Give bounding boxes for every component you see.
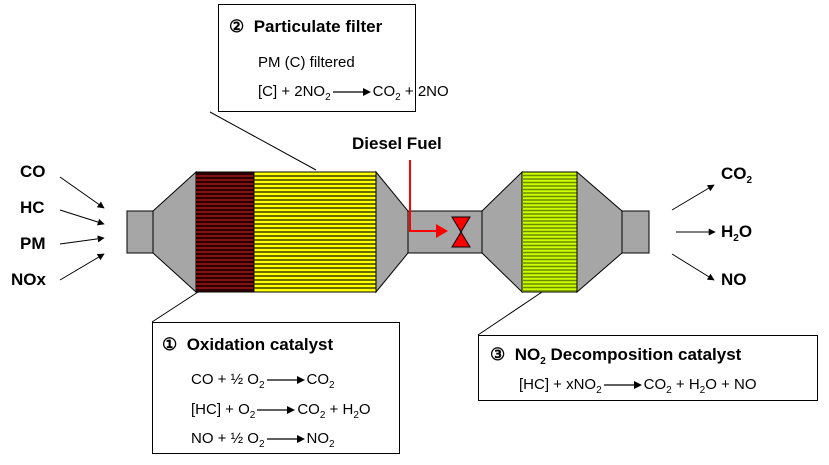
oxidation-leader-line: [151, 291, 199, 323]
fuel-injector-valve-icon: [451, 216, 471, 233]
diesel-fuel-arrowhead-icon: [436, 224, 448, 238]
diesel-fuel-label: Diesel Fuel: [352, 134, 442, 153]
co-inlet-arrow: [59, 176, 105, 209]
no-outlet-arrow: [671, 253, 715, 281]
catalyst-inlet-cone: [481, 170, 523, 294]
pm-inlet-arrow: [59, 235, 105, 245]
fuel-injector-valve-lower: [451, 231, 471, 248]
inlet-cone: [152, 170, 197, 294]
no2-decomposition-block: [521, 171, 578, 293]
oxidation-catalyst-block: [195, 171, 255, 293]
reaction-arrow-icon: [603, 381, 642, 390]
step-1-number: ①: [162, 335, 178, 354]
pm-filtered-text: PM (C) filtered: [258, 54, 355, 71]
inlet-pipe: [126, 210, 154, 254]
reaction-arrow-icon: [266, 376, 305, 385]
no2-decomposition-title: ③ NO2 Decomposition catalyst: [490, 345, 742, 367]
nox-inlet-arrow: [59, 253, 105, 281]
input-pm-label: PM: [20, 234, 46, 253]
input-hc-label: HC: [20, 198, 45, 217]
step-3-number: ③: [490, 345, 506, 364]
oxidation-catalyst-title: ① Oxidation catalyst: [162, 335, 334, 354]
co2-outlet-arrow: [671, 184, 715, 211]
diesel-fuel-arrow: [409, 160, 436, 232]
reaction-arrow-icon: [257, 406, 296, 415]
input-nox-label: NOx: [11, 270, 46, 289]
no2-decomposition-box: ③ NO2 Decomposition catalyst [HC] + xNO2…: [478, 335, 818, 401]
outlet-cone: [576, 170, 623, 294]
step-2-number: ②: [229, 17, 245, 36]
particulate-filter-box: ② Particulate filter PM (C) filtered [C]…: [218, 4, 449, 112]
reaction-arrow-icon: [332, 88, 371, 97]
reaction-arrow-icon: [266, 435, 305, 444]
particulate-filter-title: ② Particulate filter: [229, 17, 383, 36]
particulate-filter-block: [253, 171, 377, 293]
filter-leader-line: [209, 111, 317, 171]
outlet-pipe: [621, 210, 650, 254]
no2-leader-line: [477, 289, 546, 336]
output-h2o-label: H2O: [721, 222, 753, 244]
output-no-label: NO: [721, 270, 747, 289]
output-co2-label: CO2: [721, 164, 753, 186]
hc-inlet-arrow: [59, 209, 105, 226]
filter-outlet-cone: [375, 170, 409, 294]
input-co-label: CO: [20, 162, 46, 181]
